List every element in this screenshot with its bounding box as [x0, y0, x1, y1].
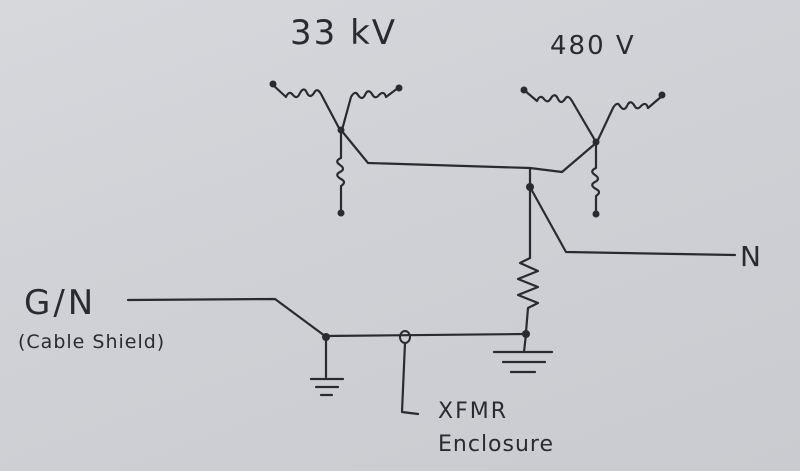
gn-cable-shield-wire [126, 297, 528, 338]
primary-wye-winding [269, 80, 403, 217]
primary-voltage-label: 33 kV [290, 13, 397, 53]
secondary-winding-right [595, 94, 664, 144]
cable-shield-label: (Cable Shield) [18, 331, 165, 353]
terminal-dot [592, 210, 600, 218]
primary-winding-bottom [336, 128, 346, 214]
terminal-dot [520, 86, 528, 94]
secondary-wye-winding [520, 86, 666, 218]
primary-winding-left [271, 83, 342, 132]
primary-winding-right [340, 86, 400, 132]
grounding-resistor [516, 256, 540, 334]
terminal-dot [269, 80, 277, 88]
terminal-dot [395, 84, 403, 92]
enclosure-lead-wire [400, 341, 420, 416]
enclosure-label: Enclosure [438, 432, 554, 457]
ground-symbol-resistor [492, 332, 554, 374]
neutral-output-wire [528, 185, 737, 257]
enclosure-connection [399, 330, 420, 416]
secondary-winding-left [522, 88, 598, 144]
terminal-dot [658, 91, 666, 99]
secondary-winding-bottom [591, 140, 601, 215]
enclosure-tap-loop [399, 330, 411, 344]
neutral-bond-wire [339, 128, 598, 174]
xfmr-label: XFMR [438, 399, 508, 424]
secondary-voltage-label: 480 V [550, 31, 636, 61]
gn-label: G/N [24, 283, 96, 323]
neutral-label: N [740, 240, 761, 273]
terminal-dot [337, 209, 345, 217]
ground-symbol-shield [309, 335, 345, 397]
